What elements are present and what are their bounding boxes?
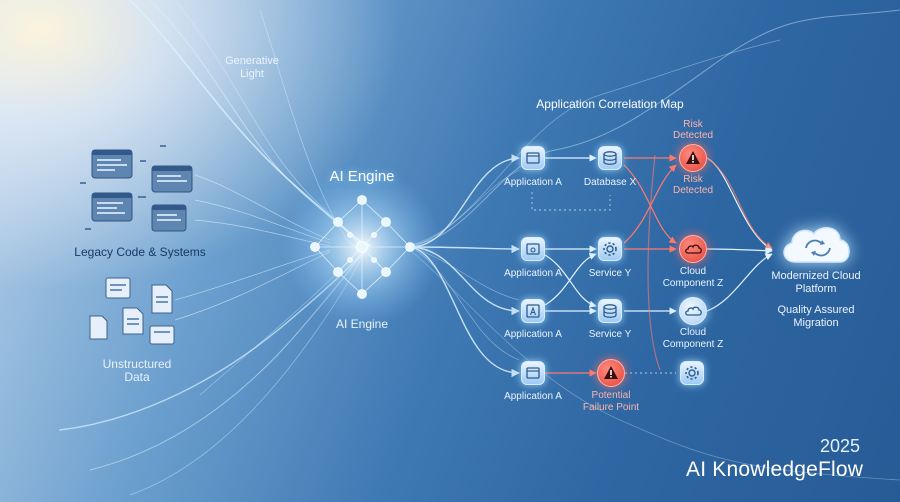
sync-icon [805, 239, 831, 257]
database-x-label: Database X [583, 177, 637, 188]
modernized-platform-label: Modernized Cloud Platform [771, 270, 861, 295]
brand-title: AI KnowledgeFlow [686, 458, 864, 481]
year-label: 2025 [820, 436, 861, 456]
service-node-bottom[interactable] [680, 361, 704, 385]
database-x-node[interactable] [598, 146, 622, 170]
cloud-icon [685, 306, 702, 316]
app-a-node-3[interactable] [521, 299, 545, 323]
ai-engine-label-top: AI Engine [329, 168, 395, 185]
cloud-icon [685, 244, 702, 254]
risk-detected-label-mid: Risk Detected [672, 174, 714, 196]
service-y-node-2[interactable] [598, 299, 622, 323]
legacy-windows-icon [91, 149, 193, 232]
service-y-label-2: Service Y [588, 329, 632, 340]
cloud-z-node-2[interactable] [679, 297, 707, 325]
unstructured-documents-icon [89, 277, 175, 345]
map-title: Application Correlation Map [536, 97, 684, 111]
failure-point-node[interactable] [597, 359, 625, 387]
warning-icon [686, 151, 700, 164]
modernized-cloud-icon [783, 227, 850, 263]
ai-engine-label-bottom: AI Engine [335, 317, 389, 331]
service-y-label-1: Service Y [588, 268, 632, 279]
database-icon [603, 151, 617, 165]
window-icon [526, 367, 540, 379]
app-a-node-2[interactable] [521, 237, 545, 261]
database-icon [603, 304, 617, 318]
gear-icon [685, 366, 699, 380]
light-streams [59, 0, 900, 496]
cloud-z-label-2: Cloud Component Z [662, 327, 724, 350]
app-a-label-1: Application A [504, 177, 562, 188]
map-dashed-links [531, 192, 676, 374]
app-a-label-4: Application A [504, 391, 562, 402]
risk-links [545, 154, 773, 377]
app-a-node-4[interactable] [521, 361, 545, 385]
cloud-z-node-1[interactable] [679, 235, 707, 263]
legacy-systems-label: Legacy Code & Systems [74, 245, 206, 259]
failure-point-label: Potential Failure Point [582, 390, 640, 413]
unstructured-data-label: Unstructured Data [102, 357, 172, 384]
quality-migration-label: Quality Assured Migration [777, 304, 855, 329]
warning-icon [604, 366, 618, 379]
neural-network-nodes [310, 195, 415, 299]
cloud-z-label-1: Cloud Component Z [662, 266, 724, 289]
window-icon [526, 152, 540, 164]
generative-light-label: Generative Light [225, 55, 279, 80]
document-a-icon [526, 304, 540, 318]
engine-fanout [411, 154, 520, 378]
app-a-node-1[interactable] [521, 146, 545, 170]
service-y-node-1[interactable] [598, 237, 622, 261]
risk-detected-label-top: Risk Detected [672, 119, 714, 141]
gear-icon [603, 242, 617, 256]
app-a-label-2: Application A [504, 268, 562, 279]
app-a-label-3: Application A [504, 329, 562, 340]
risk-node-top[interactable] [679, 144, 707, 172]
window-icon [526, 243, 540, 255]
